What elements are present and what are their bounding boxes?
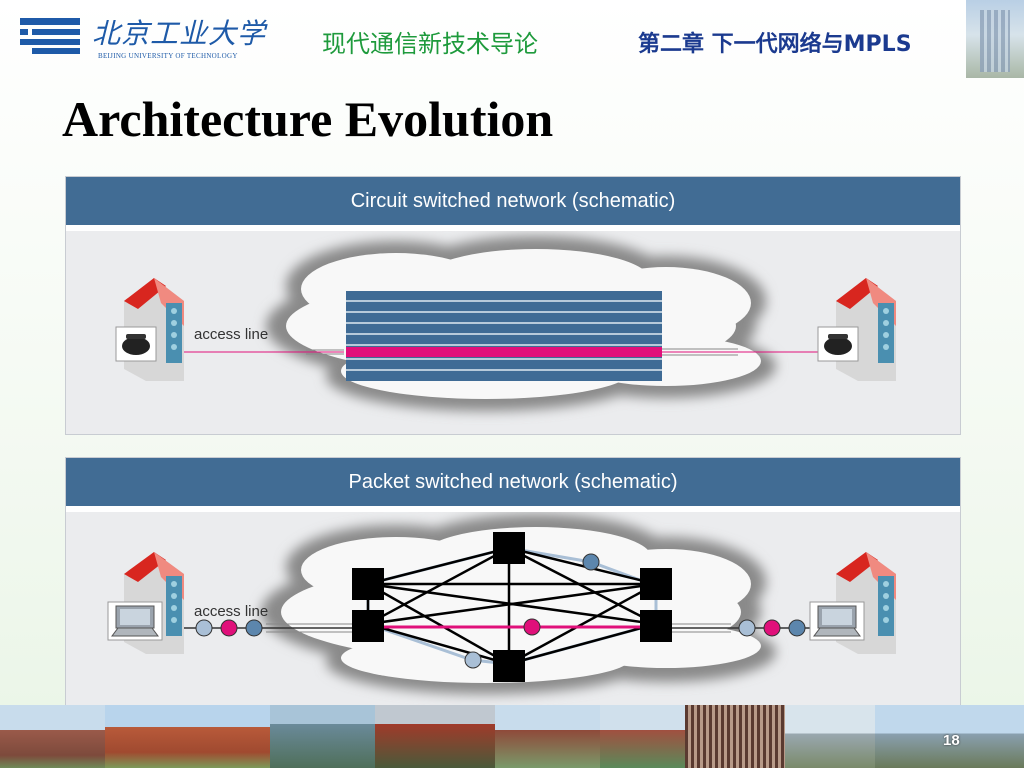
right-computer-icon xyxy=(813,605,861,637)
logo-english-text: BEIJING UNIVERSITY OF TECHNOLOGY xyxy=(98,52,238,60)
packet-panel-title: Packet switched network (schematic) xyxy=(66,458,960,506)
packets xyxy=(195,553,806,669)
packet xyxy=(245,619,263,637)
slide-title: Architecture Evolution xyxy=(62,91,554,147)
packet xyxy=(738,619,756,637)
header-campus-photo xyxy=(966,0,1024,78)
packet xyxy=(788,619,806,637)
router-icon xyxy=(640,568,672,600)
university-logo: 北京工业大学 BEIJING UNIVERSITY OF TECHNOLOGY xyxy=(18,10,273,64)
campus-photo-strip xyxy=(0,705,1024,768)
packet-diagram: access line xyxy=(107,514,896,694)
routers xyxy=(352,532,672,682)
page-number: 18 xyxy=(943,732,960,749)
circuit-trunk xyxy=(346,291,662,381)
circuit-access-line-label: access line xyxy=(194,326,268,343)
packet xyxy=(763,619,781,637)
router-icon xyxy=(640,610,672,642)
packet-switched-panel: Packet switched network (schematic) xyxy=(65,457,961,711)
packet xyxy=(523,618,541,636)
router-icon xyxy=(493,650,525,682)
packet xyxy=(220,619,238,637)
router-icon xyxy=(352,568,384,600)
left-computer-icon xyxy=(111,605,159,637)
packet xyxy=(464,651,482,669)
right-house-icon xyxy=(817,278,896,381)
logo-mark-icon xyxy=(20,18,80,54)
packet xyxy=(582,553,600,571)
slide-header: 北京工业大学 BEIJING UNIVERSITY OF TECHNOLOGY … xyxy=(0,0,1024,78)
logo-chinese-text: 北京工业大学 xyxy=(92,17,267,50)
right-house-icon xyxy=(809,552,896,654)
circuit-switched-panel: Circuit switched network (schematic) xyxy=(65,176,961,435)
left-telephone-icon xyxy=(122,337,150,355)
router-icon xyxy=(352,610,384,642)
right-telephone-icon xyxy=(824,337,852,355)
packet-mesh-links xyxy=(366,546,657,666)
course-title: 现代通信新技术导论 xyxy=(322,30,538,58)
circuit-diagram: access line xyxy=(115,236,896,411)
router-icon xyxy=(493,532,525,564)
packet xyxy=(195,619,213,637)
chapter-title: 第二章 下一代网络与MPLS xyxy=(638,32,912,57)
circuit-panel-title: Circuit switched network (schematic) xyxy=(66,177,960,225)
left-house-icon xyxy=(115,278,184,381)
packet-access-line-label: access line xyxy=(194,603,268,620)
circuit-highlighted-channel xyxy=(346,347,662,357)
left-house-icon xyxy=(107,552,184,654)
